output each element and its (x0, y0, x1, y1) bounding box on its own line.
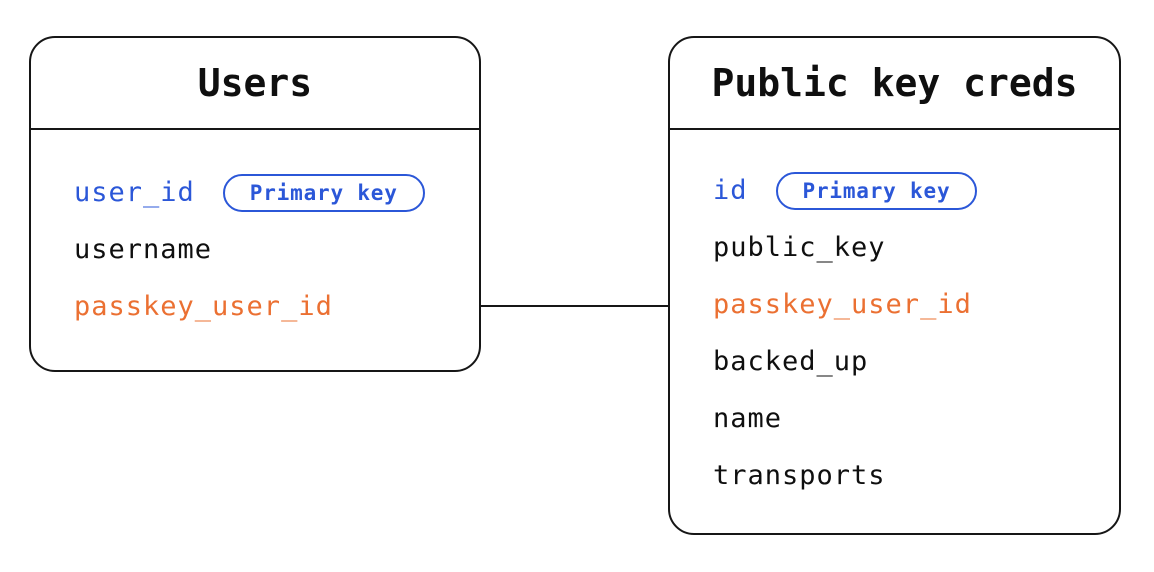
field-row-id: id Primary key (713, 162, 1107, 219)
field-passkey-user-id: passkey_user_id (74, 291, 333, 322)
field-row-backed-up: backed_up (713, 333, 1107, 390)
table-public-key-creds-title: Public key creds (670, 38, 1119, 130)
field-row-username: username (74, 221, 467, 278)
field-row-passkey-user-id: passkey_user_id (74, 278, 467, 335)
field-transports: transports (713, 460, 886, 491)
field-username: username (74, 234, 213, 265)
field-user-id: user_id (74, 177, 195, 208)
primary-key-badge: Primary key (222, 173, 425, 212)
table-public-key-creds-fields: id Primary key public_key passkey_user_i… (670, 130, 1119, 504)
field-row-public-key: public_key (713, 219, 1107, 276)
field-passkey-user-id: passkey_user_id (713, 289, 972, 320)
field-row-transports: transports (713, 447, 1107, 504)
primary-key-badge: Primary key (775, 171, 978, 210)
field-backed-up: backed_up (713, 346, 869, 377)
relationship-line (481, 305, 668, 307)
field-row-user-id: user_id Primary key (74, 164, 467, 221)
table-public-key-creds: Public key creds id Primary key public_k… (668, 36, 1121, 535)
field-name: name (713, 403, 783, 434)
table-users-fields: user_id Primary key username passkey_use… (31, 130, 479, 335)
field-public-key: public_key (713, 232, 886, 263)
table-users: Users user_id Primary key username passk… (29, 36, 481, 372)
field-row-passkey-user-id: passkey_user_id (713, 276, 1107, 333)
field-id: id (713, 175, 748, 206)
table-users-title: Users (31, 38, 479, 130)
field-row-name: name (713, 390, 1107, 447)
